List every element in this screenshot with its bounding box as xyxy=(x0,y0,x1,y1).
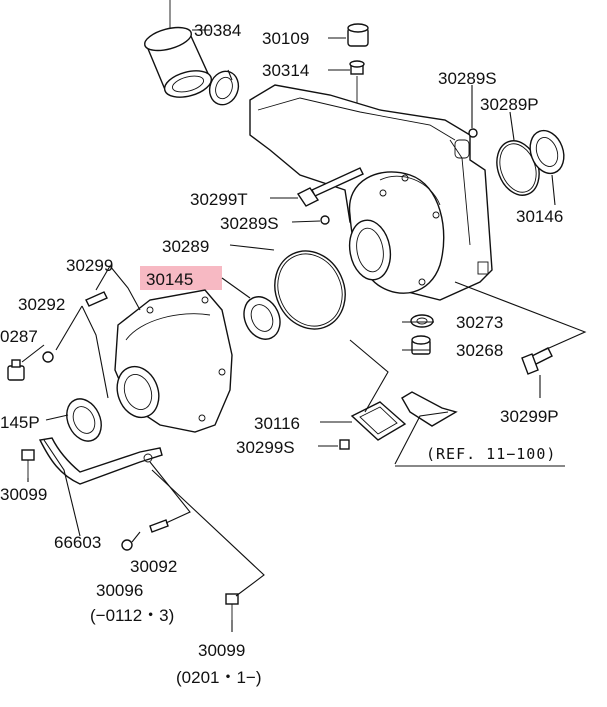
seal-30384 xyxy=(208,70,240,106)
label-30145P[interactable]: 145P xyxy=(0,413,40,432)
screw-30299S xyxy=(339,439,350,450)
label-30116[interactable]: 30116 xyxy=(254,414,300,433)
labels: 30384 30109 30314 30289S 30289P 30146 30… xyxy=(0,21,563,687)
bolt-30299P xyxy=(521,347,553,375)
ref-part xyxy=(401,391,458,427)
bolt-30099-bottom xyxy=(225,593,239,620)
bolt-30299 xyxy=(85,291,108,307)
label-30384[interactable]: 30384 xyxy=(194,21,241,40)
bolt-30299T xyxy=(296,167,364,207)
label-30099-bottom[interactable]: 30099 xyxy=(198,641,245,660)
highlight-30145 xyxy=(140,266,222,290)
label-30299[interactable]: 30299 xyxy=(66,256,113,275)
ref-note[interactable]: (REF. 11−100) xyxy=(426,445,556,463)
label-30287[interactable]: 0287 xyxy=(0,327,38,346)
bolt-30287 xyxy=(7,359,25,381)
label-30109[interactable]: 30109 xyxy=(262,29,309,48)
label-30289[interactable]: 30289 xyxy=(162,237,209,256)
crankcase-cover xyxy=(249,84,493,301)
seal-30145P xyxy=(66,398,102,442)
oring-30289 xyxy=(274,250,346,330)
label-30299S[interactable]: 30299S xyxy=(236,438,295,457)
label-30268[interactable]: 30268 xyxy=(456,341,503,360)
label-30273[interactable]: 30273 xyxy=(456,313,503,332)
washer-30289S-mid xyxy=(320,215,330,225)
cap-30109 xyxy=(347,23,369,47)
washer-30273 xyxy=(410,314,434,328)
oring-30289P xyxy=(496,140,540,196)
label-30096-date: (−0112・3) xyxy=(90,606,174,625)
left-cover xyxy=(114,289,233,433)
label-66603[interactable]: 66603 xyxy=(54,533,101,552)
label-30099-date: (0201・1−) xyxy=(176,668,262,687)
label-30145[interactable]: 30145 xyxy=(146,270,193,289)
label-30092[interactable]: 30092 xyxy=(130,557,177,576)
gasket-30116 xyxy=(350,401,407,441)
seal-30145 xyxy=(243,296,281,340)
sleeve-part xyxy=(143,0,213,98)
label-30299T[interactable]: 30299T xyxy=(190,190,248,209)
nut-30096 xyxy=(121,539,133,551)
bolt-30099-left xyxy=(21,449,35,482)
label-30099-left[interactable]: 30099 xyxy=(0,485,47,504)
washer-30292 xyxy=(42,351,54,363)
seal-30146 xyxy=(529,129,565,175)
label-30292[interactable]: 30292 xyxy=(18,295,65,314)
label-30289S-top[interactable]: 30289S xyxy=(438,69,497,88)
label-30299P[interactable]: 30299P xyxy=(500,407,559,426)
washer-30289S-top xyxy=(468,128,478,138)
label-30096[interactable]: 30096 xyxy=(96,581,143,600)
label-30146[interactable]: 30146 xyxy=(516,207,563,226)
label-30289P-top[interactable]: 30289P xyxy=(480,95,539,114)
label-30314[interactable]: 30314 xyxy=(262,61,309,80)
bracket-66603 xyxy=(38,437,163,485)
plug-30268 xyxy=(411,335,431,355)
label-30289S-mid[interactable]: 30289S xyxy=(220,214,279,233)
leader-lines xyxy=(21,29,587,632)
stud-30092 xyxy=(149,519,169,533)
